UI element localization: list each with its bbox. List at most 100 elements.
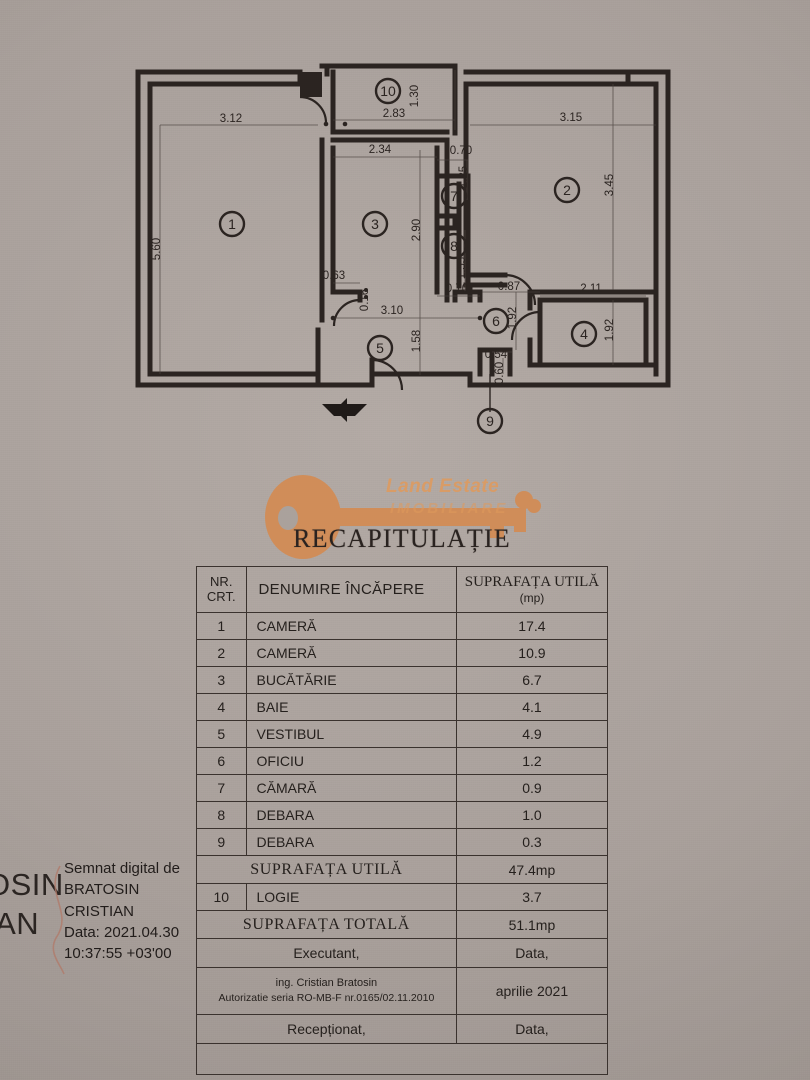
row-area: 6.7: [455, 666, 609, 694]
row-area: 10.9: [455, 639, 609, 667]
room-marker-5: 5: [366, 334, 394, 362]
dimension-label: 1.25: [458, 166, 470, 188]
row-room-name: DEBARA: [245, 801, 457, 829]
row-area: 3.7: [455, 883, 609, 911]
row-number: 2: [196, 639, 247, 667]
row-number: 1: [196, 612, 247, 640]
dimension-label: 2.90: [411, 219, 423, 241]
row-room-name: OFICIU: [245, 747, 457, 775]
row-room-name: CĂMARĂ: [245, 774, 457, 802]
row-area: 1.2: [455, 747, 609, 775]
room-marker-7: 7: [440, 182, 468, 210]
dimension-label: 2.83: [383, 108, 405, 120]
svg-text:2: 2: [563, 182, 571, 198]
room-marker-1: 1: [218, 210, 246, 238]
dimension-label: 0.16: [359, 289, 371, 311]
signature-line-1: Semnat digital de: [64, 860, 180, 877]
header-nr-line1: NR.: [210, 573, 233, 589]
row-number: 8: [196, 801, 247, 829]
executant-label: Executant,: [196, 938, 457, 968]
row-room-name: VESTIBUL: [245, 720, 457, 748]
room-marker-2: 2: [553, 176, 581, 204]
header-nr-line2: CRT.: [206, 588, 236, 604]
empty-cell: [196, 1043, 608, 1075]
row-room-name: CAMERĂ: [245, 612, 457, 640]
row-area: 4.1: [455, 693, 609, 721]
row-room-name: LOGIE: [245, 883, 457, 911]
svg-text:8: 8: [450, 238, 458, 254]
dimension-label: 0.54: [485, 349, 508, 361]
floor-plan-drawing: 1 2 3 4 5 6 7 8 9 10 3.12 2.83 3.15 1.30 3.45 5.60 2.34…: [0, 0, 810, 460]
dimension-label: 2.11: [580, 283, 602, 295]
svg-text:6: 6: [492, 313, 500, 329]
total-value: 51.1mp: [455, 910, 609, 939]
digital-signature-block: Semnat digital de BRATOSIN CRISTIAN Data…: [64, 858, 180, 964]
svg-text:5: 5: [376, 340, 384, 356]
row-area: 0.3: [455, 828, 609, 856]
executant-name: ing. Cristian Bratosin: [275, 977, 378, 990]
table-header-row: NR. CRT. DENUMIRE ÎNCĂPERE SUPRAFAȚA UTI…: [196, 566, 609, 613]
dimension-label: 0.70: [446, 283, 468, 295]
dimension-label: 1.92: [507, 307, 519, 329]
dimension-label: 2.34: [369, 144, 392, 156]
executant-license: Autorizatie seria RO-MB-F nr.0165/02.11.…: [218, 992, 435, 1005]
subtotal-value: 47.4mp: [455, 855, 609, 884]
svg-text:4: 4: [580, 326, 588, 342]
room-marker-10: 10: [374, 77, 402, 105]
entrance-arrow: [322, 398, 367, 422]
signature-line-2: BRATOSIN: [64, 881, 140, 899]
dimension-label: 5.60: [151, 238, 163, 260]
receptionat-date-label: Data,: [455, 1014, 609, 1044]
dimension-label: 0.70: [450, 145, 472, 157]
header-area-label: SUPRAFAȚA UTILĂ: [464, 574, 600, 591]
dimension-label: 0.87: [498, 281, 520, 293]
svg-text:3: 3: [371, 216, 379, 232]
room-marker-8: 8: [440, 232, 468, 260]
row-number: 7: [196, 774, 247, 802]
subtotal-label: SUPRAFAȚA UTILĂ: [196, 855, 457, 884]
svg-text:1: 1: [228, 216, 236, 232]
dimension-label: 3.45: [604, 174, 616, 196]
room-marker-9: 9: [476, 407, 504, 435]
executant-date: aprilie 2021: [455, 967, 609, 1015]
row-number: 10: [196, 883, 247, 911]
dimension-label: 1.30: [409, 85, 421, 107]
signature-overlay-line2: IAN: [0, 905, 40, 941]
header-area: SUPRAFAȚA UTILĂ (mp): [455, 566, 609, 613]
total-label: SUPRAFAȚA TOTALĂ: [196, 910, 457, 939]
dimension-label: 3.15: [560, 112, 582, 124]
signature-line-5: 10:37:55 +03'00: [64, 945, 172, 963]
row-area: 0.9: [455, 774, 609, 802]
recapitulation-table: NR. CRT. DENUMIRE ÎNCĂPERE SUPRAFAȚA UTI…: [196, 566, 609, 1075]
row-area: 4.9: [455, 720, 609, 748]
row-number: 6: [196, 747, 247, 775]
dimension-label: 0.60: [494, 362, 506, 384]
row-room-name: BUCĂTĂRIE: [245, 666, 457, 694]
header-nr-crt: NR. CRT.: [196, 566, 247, 613]
dimension-label: 3.10: [381, 305, 403, 317]
dimension-label: 0.63: [323, 270, 345, 282]
dimension-label: 1.92: [604, 319, 616, 341]
dimension-label: 3.12: [220, 113, 242, 125]
signature-overlay-line1: OSIN: [0, 867, 64, 902]
room-marker-3: 3: [361, 210, 389, 238]
room-marker-4: 4: [570, 320, 598, 348]
executant-row: Executant,Data,: [196, 938, 609, 968]
row-area: 17.4: [455, 612, 609, 640]
row-number: 9: [196, 828, 247, 856]
executant-date-label: Data,: [455, 938, 609, 968]
svg-text:10: 10: [380, 83, 396, 99]
svg-text:7: 7: [450, 188, 458, 204]
svg-text:9: 9: [486, 413, 494, 429]
